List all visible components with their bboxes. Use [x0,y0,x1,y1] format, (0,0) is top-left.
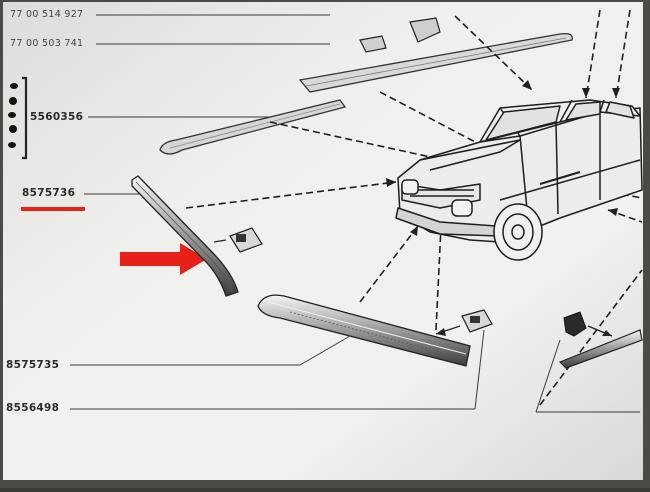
bracket-group [8,76,28,160]
headlight-moulding-part [131,175,239,297]
part-number-group: 5560356 [30,111,84,123]
roof-strip-upper [298,32,573,93]
leader-lines [70,14,640,413]
side-strip-right [558,311,643,369]
lower-body-moulding [257,294,471,367]
highlight-underline [21,207,85,211]
paper-sheet [3,2,643,480]
part-number-top-1: 77 00 514 927 [10,9,84,20]
roof-strip-lower [159,99,347,155]
part-number-moulding: 8575735 [6,359,60,371]
top-clip-parts [359,17,441,53]
moulding-clip-8556498 [435,309,493,336]
part-number-highlighted: 8575736 [22,187,76,199]
part-number-top-2: 77 00 503 741 [10,38,84,49]
car-illustration [395,99,643,261]
moulding-clip [213,227,263,253]
red-pointer-arrow [120,243,207,275]
part-number-clip: 8556498 [6,402,60,414]
